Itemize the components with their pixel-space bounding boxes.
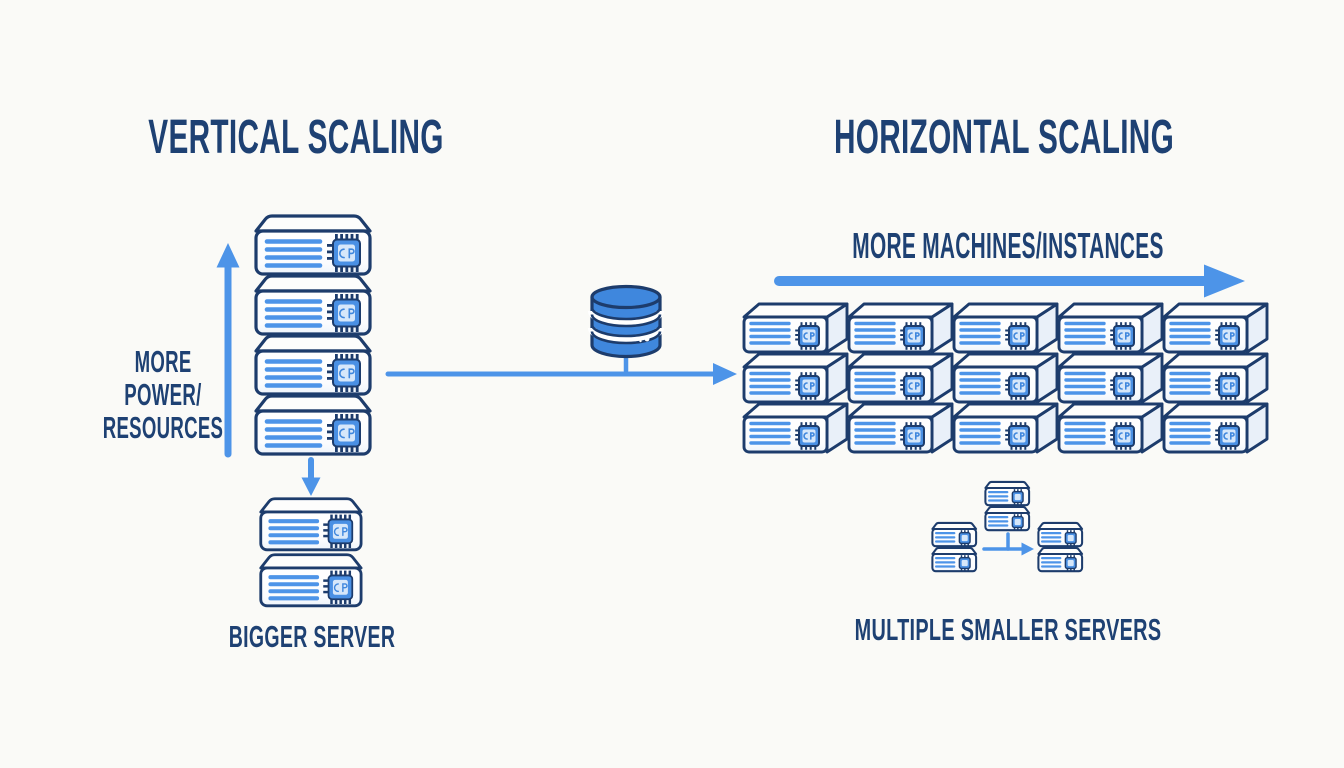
server-unit-icon	[256, 396, 370, 454]
down-arrow-icon	[301, 457, 321, 496]
mini-server-stack	[984, 480, 1031, 532]
scale-out-arrow-icon	[774, 264, 1245, 298]
server-unit-icon	[1037, 521, 1084, 548]
server-unit-icon	[742, 352, 849, 404]
server-unit-icon	[1057, 402, 1164, 454]
server-unit-icon	[952, 402, 1059, 454]
server-unit-icon	[1057, 352, 1164, 404]
more-power-label: MORE POWER/ RESOURCES	[102, 344, 224, 445]
mini-server-stack	[1037, 521, 1084, 573]
bigger-server-label: BIGGER SERVER	[228, 619, 396, 654]
mini-server-stack	[931, 521, 978, 573]
more-machines-label: MORE MACHINES/INSTANCES	[852, 225, 1164, 266]
server-unit-icon	[742, 402, 849, 454]
server-unit-icon	[984, 505, 1031, 532]
server-unit-icon	[931, 546, 978, 573]
cluster-arrow-icon	[982, 532, 1034, 556]
server-unit-icon	[931, 521, 978, 548]
server-unit-icon	[952, 352, 1059, 404]
flow-arrow-icon	[385, 349, 737, 385]
server-unit-icon	[847, 352, 954, 404]
horizontal-scaling-title: HORIZONTAL SCALING	[833, 111, 1175, 164]
server-unit-icon	[1162, 302, 1269, 354]
server-unit-icon	[847, 302, 954, 354]
smaller-servers-cluster	[931, 480, 1084, 573]
server-unit-icon	[256, 336, 370, 394]
server-unit-icon	[261, 499, 361, 550]
server-unit-icon	[847, 402, 954, 454]
vertical-scaling-title: VERTICAL SCALING	[148, 111, 444, 164]
server-unit-icon	[1057, 302, 1164, 354]
server-unit-icon	[1037, 546, 1084, 573]
more-power-arrow-icon	[216, 243, 240, 458]
server-unit-icon	[256, 216, 370, 274]
horizontal-server-grid	[742, 302, 1269, 454]
server-unit-icon	[984, 480, 1031, 507]
multiple-smaller-servers-label: MULTIPLE SMALLER SERVERS	[854, 612, 1162, 647]
server-unit-icon	[1162, 352, 1269, 404]
server-unit-icon	[952, 302, 1059, 354]
vertical-server-stack	[256, 216, 370, 454]
server-unit-icon	[261, 555, 361, 606]
server-unit-icon	[1162, 402, 1269, 454]
bigger-server-stack	[261, 499, 361, 606]
database-icon	[588, 284, 664, 359]
server-unit-icon	[742, 302, 849, 354]
server-unit-icon	[256, 276, 370, 334]
